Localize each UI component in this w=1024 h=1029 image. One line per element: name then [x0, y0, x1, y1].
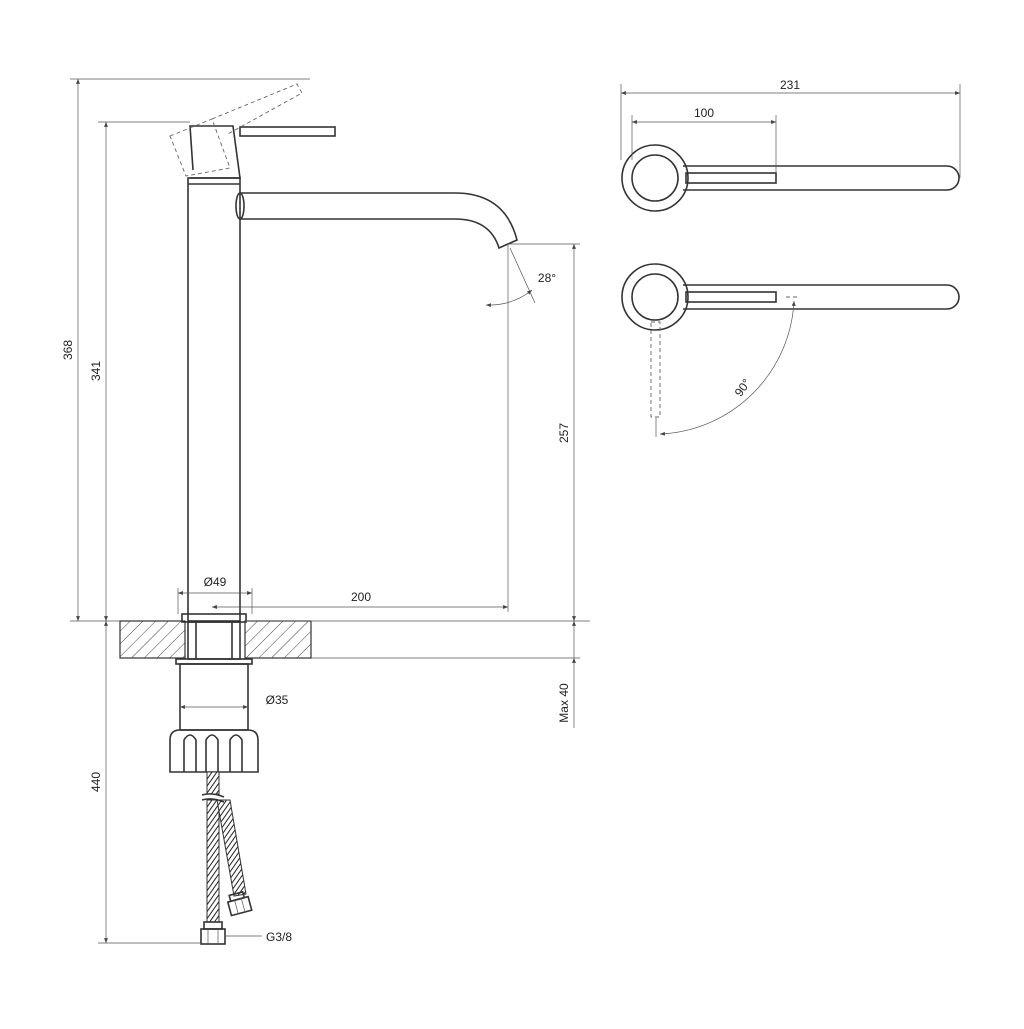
dim-231: 231: [780, 78, 800, 92]
faucet-body: [187, 177, 241, 622]
hose-1: [206, 771, 220, 795]
dim-d49: Ø49: [204, 575, 227, 589]
hose-2: [216, 799, 247, 897]
dim-440: 440: [89, 772, 103, 792]
top-handle-rotated: [650, 321, 661, 418]
fixing-nut: [169, 729, 259, 773]
lever-handle-raised: [169, 83, 303, 177]
dim-368: 368: [61, 340, 75, 360]
lever-handle: [189, 125, 241, 179]
top-handle: [683, 165, 960, 191]
dim-max-40: Max 40: [557, 683, 571, 723]
hose-fitting-1: [203, 921, 223, 930]
dim-257: 257: [557, 423, 571, 443]
dim-100: 100: [694, 106, 714, 120]
dim-200: 200: [351, 590, 371, 604]
top-view-rotated: 90°: [621, 263, 960, 437]
countertop-right: [244, 620, 312, 659]
dim-341: 341: [89, 361, 103, 381]
countertop-left: [119, 620, 186, 659]
side-view: 368 341 440 257 Max 40 Ø49 200 Ø35 28°: [61, 78, 590, 945]
shank: [179, 663, 249, 731]
label-g38: G3/8: [266, 930, 292, 944]
hose-fitting-2: [226, 890, 253, 917]
hose-1-lower: [206, 799, 220, 923]
dim-d35: Ø35: [266, 693, 289, 707]
spout: [240, 192, 518, 250]
dim-28deg: 28°: [538, 271, 556, 285]
top-view-default: 231 100: [620, 78, 961, 212]
